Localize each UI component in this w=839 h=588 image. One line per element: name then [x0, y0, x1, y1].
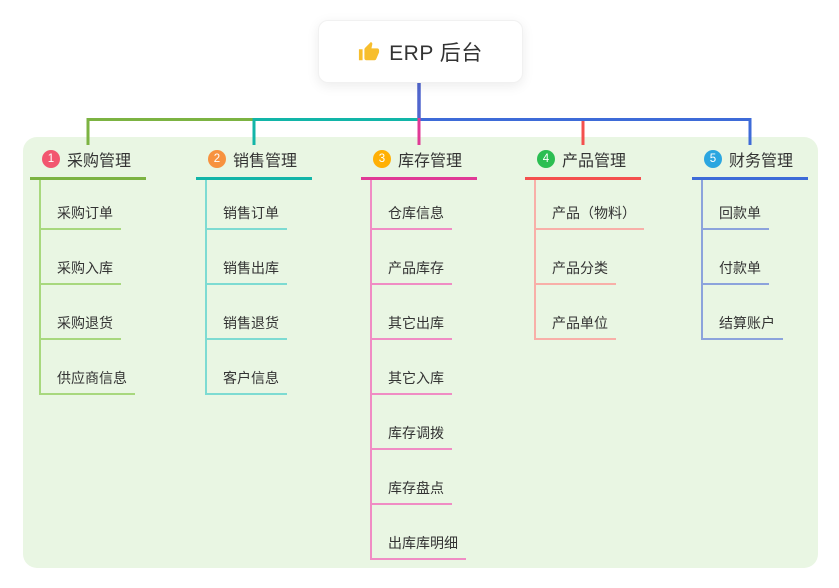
branch-header[interactable]: 5 财务管理 [692, 148, 808, 180]
child-node[interactable]: 采购订单 [41, 203, 121, 230]
branch-sales: 2 销售管理 销售订单销售出库销售退货客户信息 [196, 148, 312, 395]
branch-inventory: 3 库存管理 仓库信息产品库存其它出库其它入库库存调拨库存盘点出库库明细 [361, 148, 477, 560]
child-row: 其它入库 [372, 340, 477, 395]
root-node[interactable]: ERP 后台 [318, 20, 523, 83]
child-node[interactable]: 库存调拨 [372, 423, 452, 450]
child-node[interactable]: 产品（物料） [536, 203, 644, 230]
branch-finance: 5 财务管理 回款单付款单结算账户 [692, 148, 808, 340]
branch-children: 采购订单采购入库采购退货供应商信息 [39, 180, 146, 395]
child-node[interactable]: 销售退货 [207, 313, 287, 340]
child-row: 客户信息 [207, 340, 312, 395]
branch-number-badge: 2 [208, 150, 226, 168]
child-node[interactable]: 采购退货 [41, 313, 121, 340]
child-node[interactable]: 付款单 [703, 258, 769, 285]
child-row: 采购退货 [41, 285, 146, 340]
branch-number-badge: 4 [537, 150, 555, 168]
child-node[interactable]: 供应商信息 [41, 368, 135, 395]
branch-children: 仓库信息产品库存其它出库其它入库库存调拨库存盘点出库库明细 [370, 180, 477, 560]
child-row: 采购入库 [41, 230, 146, 285]
child-node[interactable]: 其它入库 [372, 368, 452, 395]
child-row: 产品单位 [536, 285, 641, 340]
child-node[interactable]: 仓库信息 [372, 203, 452, 230]
branch-title: 财务管理 [729, 153, 794, 170]
branch-header[interactable]: 3 库存管理 [361, 148, 477, 180]
child-row: 库存盘点 [372, 450, 477, 505]
child-row: 销售订单 [207, 180, 312, 230]
child-row: 销售出库 [207, 230, 312, 285]
branch-purchasing: 1 采购管理 采购订单采购入库采购退货供应商信息 [30, 148, 146, 395]
child-node[interactable]: 产品单位 [536, 313, 616, 340]
branch-header[interactable]: 4 产品管理 [525, 148, 641, 180]
child-row: 采购订单 [41, 180, 146, 230]
child-node[interactable]: 客户信息 [207, 368, 287, 395]
branch-title: 采购管理 [67, 153, 132, 170]
branch-title: 销售管理 [233, 153, 298, 170]
child-row: 其它出库 [372, 285, 477, 340]
root-title: ERP 后台 [389, 41, 483, 65]
child-node[interactable]: 销售订单 [207, 203, 287, 230]
branch-children: 回款单付款单结算账户 [701, 180, 808, 340]
child-row: 付款单 [703, 230, 808, 285]
branch-title: 库存管理 [398, 153, 463, 170]
child-node[interactable]: 出库库明细 [372, 533, 466, 560]
child-row: 库存调拨 [372, 395, 477, 450]
child-node[interactable]: 产品库存 [372, 258, 452, 285]
branch-header[interactable]: 2 销售管理 [196, 148, 312, 180]
child-node[interactable]: 销售出库 [207, 258, 287, 285]
branch-title: 产品管理 [562, 153, 627, 170]
child-node[interactable]: 产品分类 [536, 258, 616, 285]
branch-header[interactable]: 1 采购管理 [30, 148, 146, 180]
child-row: 结算账户 [703, 285, 808, 340]
branch-number-badge: 5 [704, 150, 722, 168]
child-row: 销售退货 [207, 285, 312, 340]
branch-children: 销售订单销售出库销售退货客户信息 [205, 180, 312, 395]
child-row: 产品（物料） [536, 180, 644, 230]
child-node[interactable]: 其它出库 [372, 313, 452, 340]
child-node[interactable]: 库存盘点 [372, 478, 452, 505]
branch-children: 产品（物料） 产品分类产品单位 [534, 180, 644, 340]
child-row: 回款单 [703, 180, 808, 230]
child-node[interactable]: 结算账户 [703, 313, 783, 340]
child-row: 产品库存 [372, 230, 477, 285]
thumbs-up-icon [359, 41, 380, 60]
child-row: 产品分类 [536, 230, 641, 285]
branch-number-badge: 3 [373, 150, 391, 168]
child-node[interactable]: 回款单 [703, 203, 769, 230]
child-row: 供应商信息 [41, 340, 146, 395]
child-row: 仓库信息 [372, 180, 477, 230]
branch-products: 4 产品管理 产品（物料） 产品分类产品单位 [525, 148, 644, 340]
branch-number-badge: 1 [42, 150, 60, 168]
child-node[interactable]: 采购入库 [41, 258, 121, 285]
child-row: 出库库明细 [372, 505, 477, 560]
canvas-panel [23, 137, 818, 568]
